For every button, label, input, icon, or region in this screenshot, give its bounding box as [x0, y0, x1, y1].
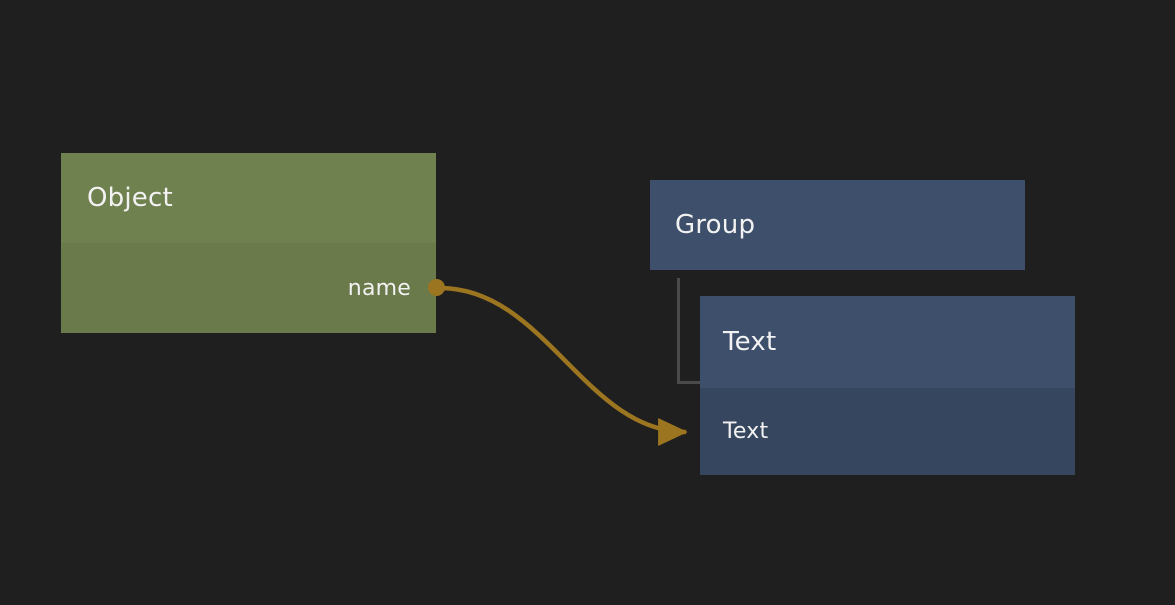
- node-text-header[interactable]: Text: [700, 296, 1075, 388]
- node-text-title: Text: [723, 327, 777, 357]
- edge-name-to-text[interactable]: [439, 285, 688, 446]
- node-group[interactable]: Group: [650, 180, 1025, 270]
- node-object-header[interactable]: Object: [61, 153, 436, 243]
- node-object-row-name[interactable]: name: [61, 243, 436, 333]
- node-object-row-name-label: name: [347, 275, 411, 301]
- node-object[interactable]: Object name: [61, 153, 445, 333]
- node-text-body: Text: [700, 388, 1075, 475]
- node-text-row-text[interactable]: Text: [700, 388, 1075, 475]
- output-socket-name[interactable]: [428, 279, 445, 296]
- node-object-title: Object: [87, 183, 173, 213]
- node-group-title: Group: [675, 210, 756, 240]
- group-containment-bracket: [677, 278, 701, 384]
- node-group-header[interactable]: Group: [650, 180, 1025, 270]
- node-object-body: name: [61, 243, 436, 333]
- node-text[interactable]: Text Text: [700, 296, 1075, 475]
- node-text-row-text-label: Text: [723, 419, 769, 444]
